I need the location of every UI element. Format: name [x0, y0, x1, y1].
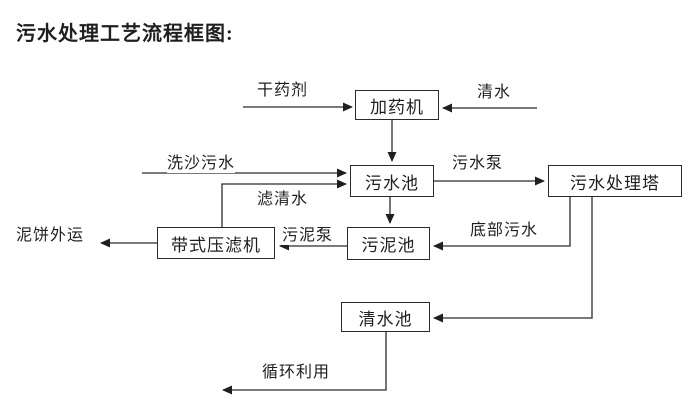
- edge-bottom-sewage-to-sludge-pool: [433, 197, 571, 251]
- label-sewage-pump: 污水泵: [452, 155, 504, 173]
- label-mud-cake-out: 泥饼外运: [16, 227, 85, 245]
- edge-filtered-water-to-sewage-pool: [221, 179, 347, 227]
- label-recycle: 循环利用: [262, 364, 331, 382]
- label-sludge-pump: 污泥泵: [282, 227, 334, 245]
- label-sand-washing-sewage: 洗沙污水: [167, 155, 236, 173]
- label-filtered-water: 滤清水: [257, 191, 309, 209]
- node-clean-water-pool: 清水池: [341, 302, 430, 332]
- node-belt-filter-press: 带式压滤机: [157, 227, 275, 259]
- label-bottom-sewage: 底部污水: [470, 222, 539, 240]
- label-dry-agent: 干药剂: [257, 82, 309, 100]
- node-dosing-machine: 加药机: [355, 90, 439, 120]
- edge-clean-water-pool-to-recycle: [222, 332, 387, 395]
- page-title: 污水处理工艺流程框图:: [16, 23, 234, 45]
- node-sewage-pool: 污水池: [350, 165, 434, 197]
- label-clean-water: 清水: [477, 84, 512, 102]
- node-sludge-pool: 污泥池: [347, 227, 430, 260]
- node-treatment-tower: 污水处理塔: [548, 165, 682, 197]
- edge-treatment-tower-to-clean-water-pool: [433, 197, 593, 323]
